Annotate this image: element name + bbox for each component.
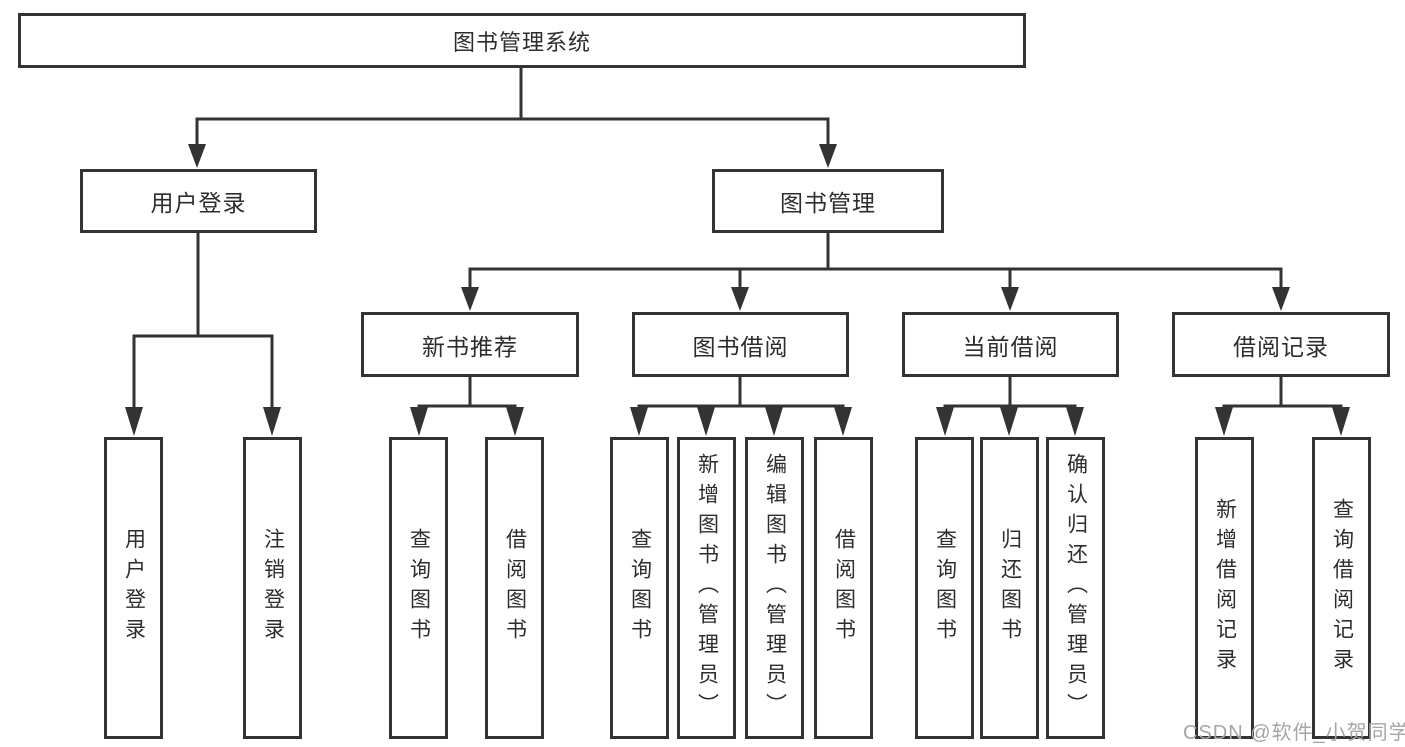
- leaf-query-books-recommend: 查询图书: [389, 437, 448, 739]
- edge-borrowing-records-to-leaves: [1215, 377, 1350, 436]
- node-borrowing-records: 借阅记录: [1172, 312, 1390, 377]
- leaf-borrow-books-recommend: 借阅图书: [485, 437, 544, 739]
- edge-book-borrowing-to-leaves: [630, 377, 852, 436]
- leaf-confirm-return-admin: 确认归还（管理员）: [1046, 437, 1105, 739]
- leaf-logout: 注销登录: [243, 437, 302, 739]
- leaf-query-borrow-record: 查询借阅记录: [1312, 437, 1371, 739]
- node-book-management: 图书管理: [712, 169, 944, 233]
- node-library-management-system: 图书管理系统: [18, 13, 1026, 68]
- node-current-borrowing: 当前借阅: [902, 312, 1119, 377]
- edge-root-to-level2: [188, 68, 837, 168]
- leaf-add-borrow-record: 新增借阅记录: [1195, 437, 1254, 739]
- leaf-borrow-books-borrowing: 借阅图书: [814, 437, 873, 739]
- node-new-book-recommendation: 新书推荐: [361, 312, 579, 377]
- node-book-borrowing: 图书借阅: [632, 312, 849, 377]
- leaf-edit-books-admin: 编辑图书（管理员）: [745, 437, 804, 739]
- edge-current-borrowing-to-leaves: [936, 377, 1084, 436]
- edge-new-book-recommendation-to-leaves: [410, 377, 524, 436]
- node-user-login: 用户登录: [80, 169, 317, 233]
- leaf-add-books-admin: 新增图书（管理员）: [677, 437, 736, 739]
- edge-book-management-to-level3: [461, 233, 1290, 311]
- leaf-query-books-current: 查询图书: [915, 437, 974, 739]
- leaf-user-login: 用户登录: [104, 437, 163, 739]
- leaf-query-books-borrowing: 查询图书: [610, 437, 669, 739]
- leaf-return-books: 归还图书: [980, 437, 1039, 739]
- edge-user-login-to-leaves: [125, 233, 281, 436]
- csdn-watermark: CSDN @软件_小贺同学: [1183, 722, 1405, 744]
